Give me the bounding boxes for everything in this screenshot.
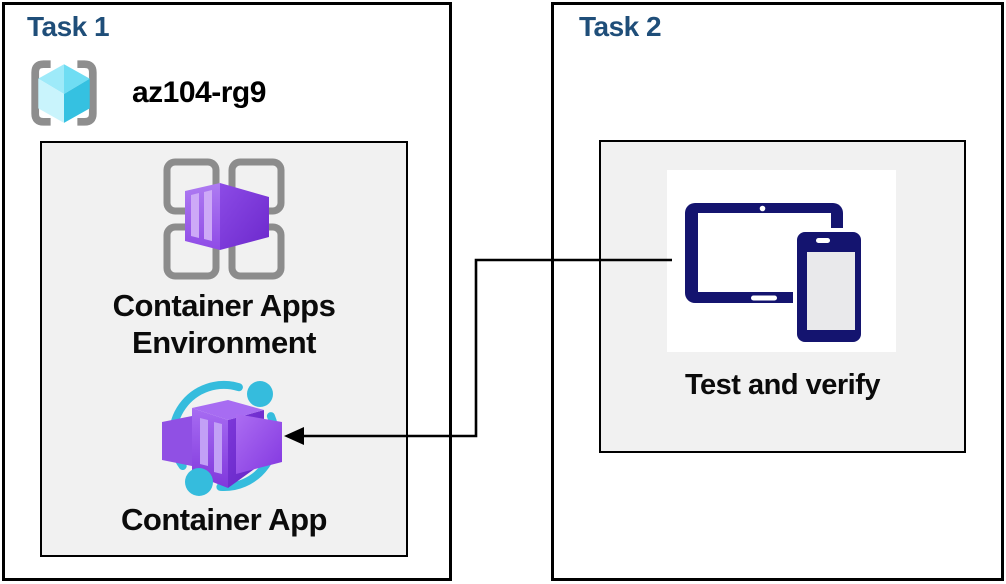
container-app-icon bbox=[162, 380, 282, 496]
cae-label-line1: Container Apps bbox=[112, 288, 336, 323]
container-app-label: Container App bbox=[121, 502, 327, 537]
container-apps-environment-label: Container Apps Environment bbox=[40, 287, 408, 361]
resource-group-icon bbox=[31, 60, 97, 126]
container-apps-environment-icon bbox=[163, 158, 285, 280]
cae-label-line2: Environment bbox=[132, 325, 316, 360]
task2-title: Task 2 bbox=[579, 11, 662, 42]
task1-title: Task 1 bbox=[27, 11, 110, 42]
test-and-verify-label: Test and verify bbox=[684, 369, 881, 401]
resource-group-name: az104-rg9 bbox=[132, 76, 266, 109]
devices-icon bbox=[685, 203, 865, 346]
